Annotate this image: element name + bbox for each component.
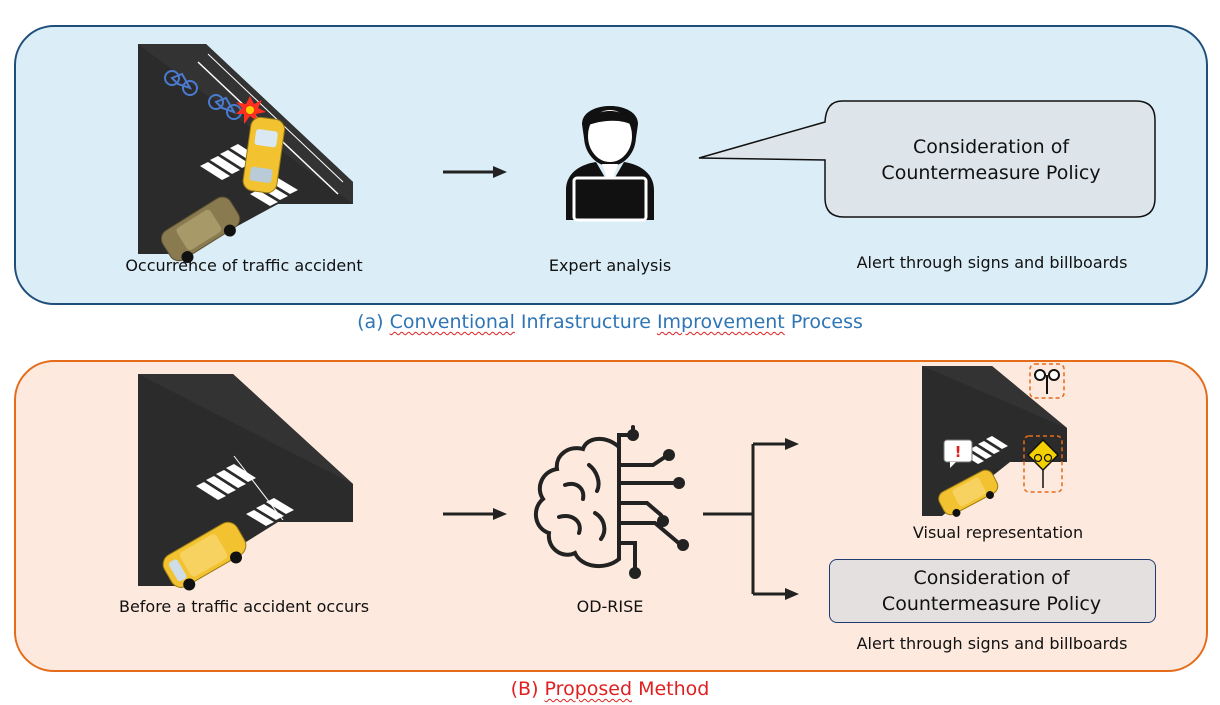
exclamation-bubble-icon: ! <box>943 439 973 468</box>
caption-b: (B) Proposed Method <box>511 678 710 700</box>
policy-line1: Consideration of <box>913 567 1070 589</box>
caption-a-w1: Conventional <box>389 311 515 333</box>
accident-scene-illustration <box>138 44 353 264</box>
caption-a-w2: Infrastructure <box>514 311 657 333</box>
policy-line2: Countermeasure Policy <box>881 593 1102 615</box>
policy-text-a: Consideration of Countermeasure Policy <box>828 134 1154 186</box>
speech-bubble <box>698 100 1156 218</box>
expert-icon <box>566 106 654 222</box>
warning-sign-icon <box>1026 438 1060 488</box>
arrow-right <box>443 166 507 178</box>
step-accident-label: Occurrence of traffic accident <box>125 256 363 275</box>
policy-line1: Consideration of <box>912 136 1070 158</box>
caption-b-w2: Method <box>632 678 710 700</box>
visual-representation-label: Visual representation <box>912 523 1084 542</box>
branch-arrows <box>703 438 799 600</box>
step-odrise-label: OD-RISE <box>576 597 644 616</box>
road-scene-illustration <box>138 374 353 591</box>
step-expert-label: Expert analysis <box>548 256 672 275</box>
svg-text:!: ! <box>955 443 962 461</box>
policy-text-b: Consideration of Countermeasure Policy <box>829 565 1154 617</box>
caption-a-w3: Improvement <box>656 311 785 333</box>
caption-a-w4: Process <box>784 311 863 333</box>
caption-a: (a) Conventional Infrastructure Improvem… <box>357 311 863 333</box>
arrow-right <box>443 508 507 520</box>
caption-b-w1: Proposed <box>544 678 633 700</box>
alert-label-a: Alert through signs and billboards <box>856 253 1128 272</box>
caption-b-prefix: (B) <box>510 678 545 700</box>
caption-a-prefix: (a) <box>357 311 390 333</box>
ai-brain-icon <box>533 425 689 579</box>
visual-representation-scene: ! <box>922 363 1067 517</box>
policy-line2: Countermeasure Policy <box>881 162 1101 184</box>
alert-label-b: Alert through signs and billboards <box>856 634 1128 653</box>
policy-box-b <box>829 559 1156 623</box>
step-before-label: Before a traffic accident occurs <box>118 597 370 616</box>
